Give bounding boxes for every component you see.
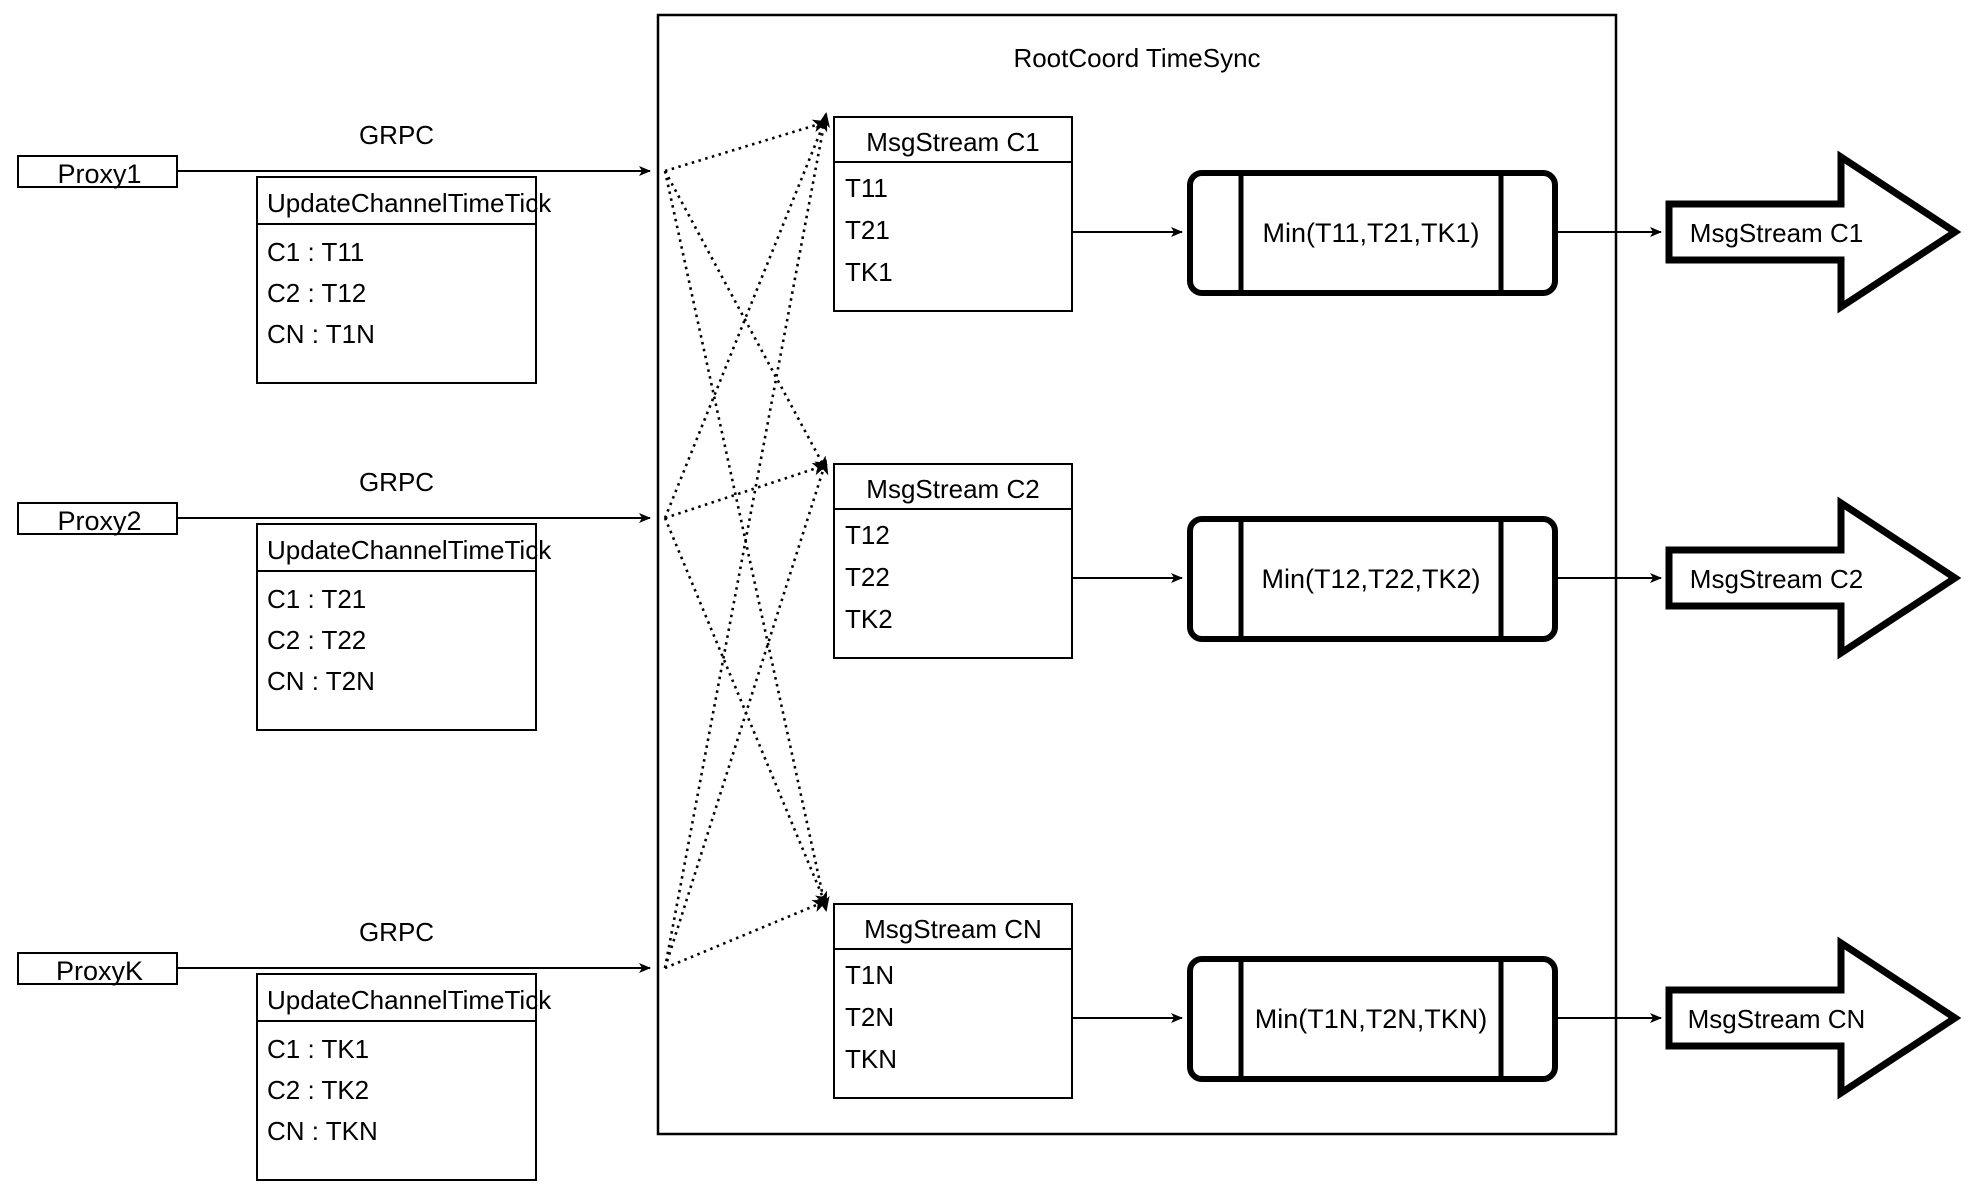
update-channel-timetick-header-2: UpdateChannelTimeTick: [267, 535, 552, 565]
output-block-arrows: [1665, 150, 1962, 1100]
update-channel-timetick-row: C2 : T22: [267, 625, 367, 655]
update-channel-timetick-row: C1 : TK1: [267, 1034, 370, 1064]
min-label-1: Min(T11,T21,TK1): [1262, 218, 1480, 248]
divider: [835, 161, 1071, 163]
rootcoord-timesync-title: RootCoord TimeSync: [1013, 43, 1261, 73]
divider: [258, 570, 535, 572]
divider: [258, 223, 535, 225]
divider: [835, 508, 1071, 510]
proxy-box-1[interactable]: Proxy1: [17, 155, 178, 188]
msgstream-row: T1N: [845, 960, 895, 990]
dotted-proxyk-to-msgstream-cn: [664, 899, 828, 970]
update-channel-timetick-header-3: UpdateChannelTimeTick: [267, 985, 552, 1015]
msgstream-row: TK1: [845, 257, 893, 287]
msgstream-box-2[interactable]: MsgStream C2 T12 T22 TK2: [833, 463, 1073, 659]
min-label-3: Min(T1N,T2N,TKN): [1254, 1004, 1488, 1034]
update-channel-timetick-row: CN : TKN: [267, 1116, 378, 1146]
msgstream-row: T11: [845, 173, 888, 203]
msgstream-box-1[interactable]: MsgStream C1 T11 T21 TK1: [833, 116, 1073, 312]
update-channel-timetick-box-3[interactable]: UpdateChannelTimeTick C1 : TK1 C2 : TK2 …: [256, 973, 551, 1181]
update-channel-timetick-row: CN : T2N: [267, 666, 375, 696]
msgstream-header-1: MsgStream C1: [866, 127, 1040, 157]
min-label-2: Min(T12,T22,TK2): [1261, 564, 1481, 594]
dotted-proxy1-to-msgstream-c1: [664, 119, 828, 173]
update-channel-timetick-row: CN : T1N: [267, 319, 375, 349]
dotted-proxy2-to-msgstream-c1: [663, 116, 828, 519]
update-channel-timetick-row: C2 : TK2: [267, 1075, 370, 1105]
msgstream-row: T2N: [845, 1002, 895, 1032]
update-channel-timetick-box-1[interactable]: UpdateChannelTimeTick C1 : T11 C2 : T12 …: [256, 176, 551, 384]
update-channel-timetick-box-2[interactable]: UpdateChannelTimeTick C1 : T21 C2 : T22 …: [256, 523, 551, 731]
proxy-label-3: ProxyK: [55, 956, 144, 986]
divider: [258, 1020, 535, 1022]
divider: [835, 948, 1071, 950]
update-channel-timetick-row: C1 : T21: [267, 584, 367, 614]
dotted-proxy1-to-msgstream-cn: [663, 170, 830, 912]
output-arrow-label-2: MsgStream C2: [1689, 564, 1864, 594]
output-arrow-label-1: MsgStream C1: [1689, 218, 1864, 248]
msgstream-header-3: MsgStream CN: [864, 914, 1042, 944]
msgstream-row: TK2: [845, 604, 893, 634]
msgstream-row: TKN: [845, 1044, 897, 1074]
min-process-shapes: [1187, 170, 1558, 1082]
grpc-label-1: GRPC: [358, 120, 435, 150]
dotted-proxyk-to-msgstream-c2: [663, 459, 829, 969]
grpc-label-2: GRPC: [358, 467, 435, 497]
grpc-label-3: GRPC: [358, 917, 435, 947]
output-arrow-label-3: MsgStream CN: [1687, 1004, 1866, 1034]
dotted-proxy1-to-msgstream-c2: [663, 170, 828, 472]
msgstream-header-2: MsgStream C2: [866, 474, 1040, 504]
dotted-proxyk-to-msgstream-c1: [663, 112, 830, 969]
update-channel-timetick-row: C1 : T11: [267, 237, 365, 267]
update-channel-timetick-row: C2 : T12: [267, 278, 367, 308]
dotted-proxy2-to-msgstream-c2: [664, 462, 828, 520]
msgstream-row: T22: [845, 562, 890, 592]
proxy-label-1: Proxy1: [57, 159, 142, 189]
proxy-box-3[interactable]: ProxyK: [17, 952, 178, 985]
msgstream-row: T12: [845, 520, 890, 550]
dotted-proxy2-to-msgstream-cn: [663, 517, 828, 907]
msgstream-box-3[interactable]: MsgStream CN T1N T2N TKN: [833, 903, 1073, 1099]
msgstream-row: T21: [845, 215, 890, 245]
proxy-label-2: Proxy2: [57, 506, 142, 536]
update-channel-timetick-header-1: UpdateChannelTimeTick: [267, 188, 552, 218]
proxy-box-2[interactable]: Proxy2: [17, 502, 178, 535]
